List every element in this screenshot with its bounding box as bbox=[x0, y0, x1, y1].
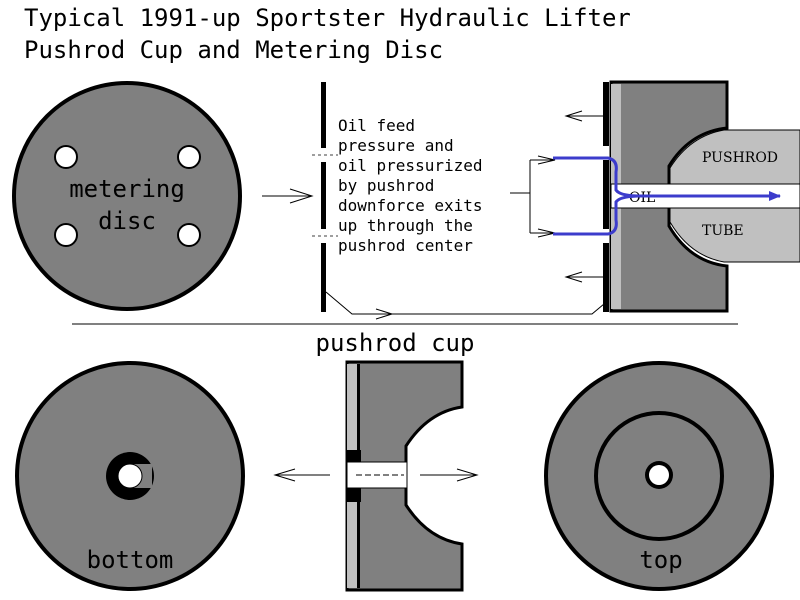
leader-line bbox=[325, 291, 605, 315]
tube-label: TUBE bbox=[702, 223, 744, 239]
cup-top-view: top bbox=[544, 361, 774, 591]
disc-edge bbox=[321, 82, 326, 312]
metering-hole bbox=[54, 223, 78, 247]
view-arrows bbox=[273, 468, 479, 482]
top-view-hole bbox=[649, 465, 669, 485]
leader-arrow bbox=[375, 308, 394, 320]
explanation-bracket bbox=[510, 155, 556, 238]
explanation-line: downforce exits bbox=[338, 196, 483, 215]
disc-to-edge-arrow bbox=[262, 188, 314, 204]
explanation-line: oil pressurized bbox=[338, 156, 483, 175]
pushrod-cup-label: pushrod cup bbox=[316, 329, 475, 357]
bottom-label: bottom bbox=[87, 546, 174, 574]
explanation-text: Oil feed pressure and oil pressurized by… bbox=[338, 116, 483, 255]
metering-disc-body bbox=[12, 81, 242, 311]
explanation-line: up through the bbox=[338, 216, 473, 235]
cup-bottom-view: bottom bbox=[15, 361, 245, 591]
cup-side-section bbox=[345, 360, 464, 592]
metering-disc: metering disc bbox=[12, 81, 242, 311]
explanation-line: Oil feed bbox=[338, 116, 415, 135]
metering-hole bbox=[177, 145, 201, 169]
explanation-line: by pushrod bbox=[338, 176, 434, 195]
title-line-2: Pushrod Cup and Metering Disc bbox=[24, 36, 443, 64]
oil-flow-lower bbox=[553, 194, 641, 236]
disc-in-place bbox=[603, 82, 609, 312]
top-label: top bbox=[639, 546, 682, 574]
metering-label-line-1: metering bbox=[69, 175, 185, 203]
title-line-1: Typical 1991-up Sportster Hydraulic Lift… bbox=[24, 4, 631, 32]
explanation-line: pressure and bbox=[338, 136, 454, 155]
metering-hole bbox=[54, 145, 78, 169]
pushrod-label: PUSHROD bbox=[702, 150, 778, 166]
section-view: PUSHROD OIL TUBE bbox=[553, 80, 800, 313]
bottom-view-hole bbox=[117, 463, 143, 489]
metering-label-line-2: disc bbox=[98, 207, 156, 235]
explanation-line: pushrod center bbox=[338, 236, 473, 255]
oil-label: OIL bbox=[629, 190, 655, 206]
metering-disc-edge-view bbox=[312, 82, 338, 312]
metering-hole bbox=[177, 223, 201, 247]
